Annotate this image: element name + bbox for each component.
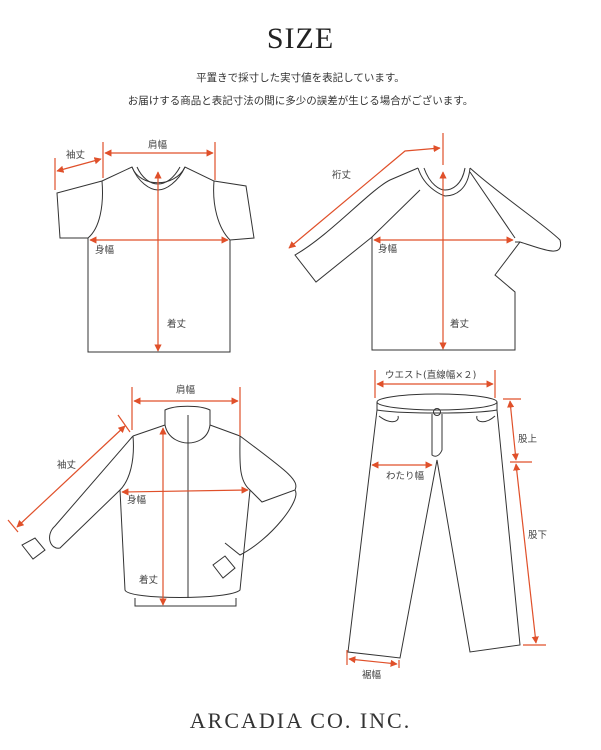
- jacket-diagram: 肩幅 袖丈 身幅 着丈: [7, 384, 297, 607]
- raglan-diagram: 裄丈 身幅 着丈: [288, 133, 562, 351]
- pants-rise-label: 股上: [518, 434, 538, 445]
- tshirt-sleeve-length-label: 袖丈: [66, 149, 86, 161]
- jacket-body-width-label: 身幅: [127, 494, 147, 506]
- tshirt-body-width-label: 身幅: [95, 244, 115, 256]
- pants-thigh-width-label: わたり幅: [386, 470, 425, 482]
- tshirt-shoulder-width-label: 肩幅: [148, 139, 168, 151]
- pants-waist-label: ウエスト(直線幅×２): [385, 369, 476, 381]
- measurement-note: 平置きで採寸した実寸値を表記しています。: [196, 72, 405, 84]
- page-title: SIZE: [266, 22, 335, 55]
- pants-inseam-label: 股下: [528, 530, 547, 541]
- jacket-shoulder-width-label: 肩幅: [176, 384, 196, 396]
- raglan-sleeve-length-label: 裄丈: [332, 169, 352, 181]
- tshirt-length-label: 着丈: [167, 318, 187, 330]
- tolerance-note: お届けする商品と表記寸法の間に多少の誤差が生じる場合がございます。: [127, 95, 474, 107]
- brand-logo: ARCADIA CO. INC.: [189, 708, 412, 733]
- jacket-length-label: 着丈: [139, 574, 159, 586]
- pants-diagram: ウエスト(直線幅×２) 股上 わたり幅 股下 裾幅: [346, 369, 547, 681]
- raglan-length-label: 着丈: [450, 318, 470, 330]
- pants-hem-width-label: 裾幅: [362, 669, 382, 681]
- tshirt-diagram: 肩幅 袖丈 身幅 着丈: [54, 139, 255, 353]
- jacket-sleeve-length-label: 袖丈: [57, 459, 77, 471]
- raglan-body-width-label: 身幅: [378, 243, 398, 255]
